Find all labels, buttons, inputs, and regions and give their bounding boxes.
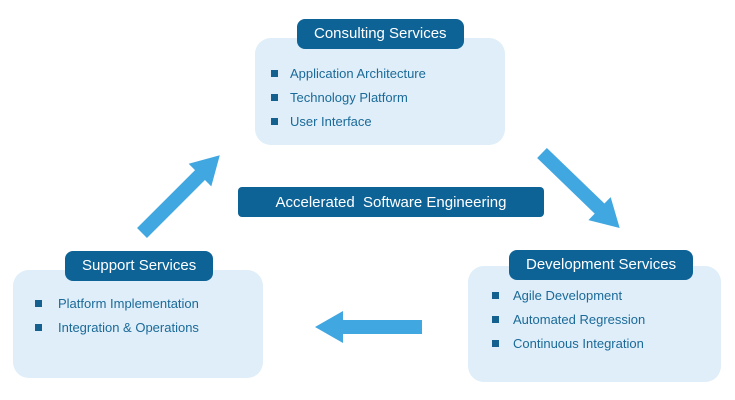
service-item-label: User Interface [290, 113, 372, 129]
square-bullet-icon [271, 117, 278, 125]
list-item: User Interface [271, 109, 505, 133]
list-item: Platform Implementation [35, 291, 263, 315]
square-bullet-icon [271, 69, 278, 77]
list-item: Continuous Integration [492, 331, 721, 355]
square-bullet-icon [271, 93, 278, 101]
service-item-label: Platform Implementation [58, 295, 199, 311]
consulting-services-header: Consulting Services [297, 19, 464, 49]
development-services-header: Development Services [509, 250, 694, 280]
service-item-label: Agile Development [513, 287, 623, 303]
service-item-label: Continuous Integration [513, 335, 644, 351]
support-services-list: Platform Implementation Integration & Op… [13, 270, 263, 339]
consulting-services-list: Application Architecture Technology Plat… [255, 38, 505, 133]
square-bullet-icon [492, 339, 499, 347]
support-services-card: Platform Implementation Integration & Op… [13, 270, 263, 378]
service-item-label: Automated Regression [513, 311, 646, 327]
square-bullet-icon [492, 315, 499, 323]
development-services-card: Agile Development Automated Regression C… [468, 266, 721, 382]
list-item: Integration & Operations [35, 315, 263, 339]
arrow-left-icon [315, 311, 422, 343]
square-bullet-icon [492, 291, 499, 299]
square-bullet-icon [35, 323, 42, 331]
development-services-list: Agile Development Automated Regression C… [468, 266, 721, 355]
arrow-down-right-icon [537, 147, 620, 229]
support-services-header: Support Services [65, 251, 214, 281]
service-item-label: Integration & Operations [58, 319, 199, 335]
square-bullet-icon [35, 299, 42, 307]
list-item: Agile Development [492, 283, 721, 307]
list-item: Technology Platform [271, 85, 505, 109]
center-banner: Accelerated Software Engineering [238, 187, 544, 217]
list-item: Application Architecture [271, 61, 505, 85]
arrow-up-right-icon [137, 155, 220, 238]
consulting-services-card: Application Architecture Technology Plat… [255, 38, 505, 145]
service-item-label: Application Architecture [290, 65, 426, 81]
list-item: Automated Regression [492, 307, 721, 331]
service-item-label: Technology Platform [290, 89, 408, 105]
